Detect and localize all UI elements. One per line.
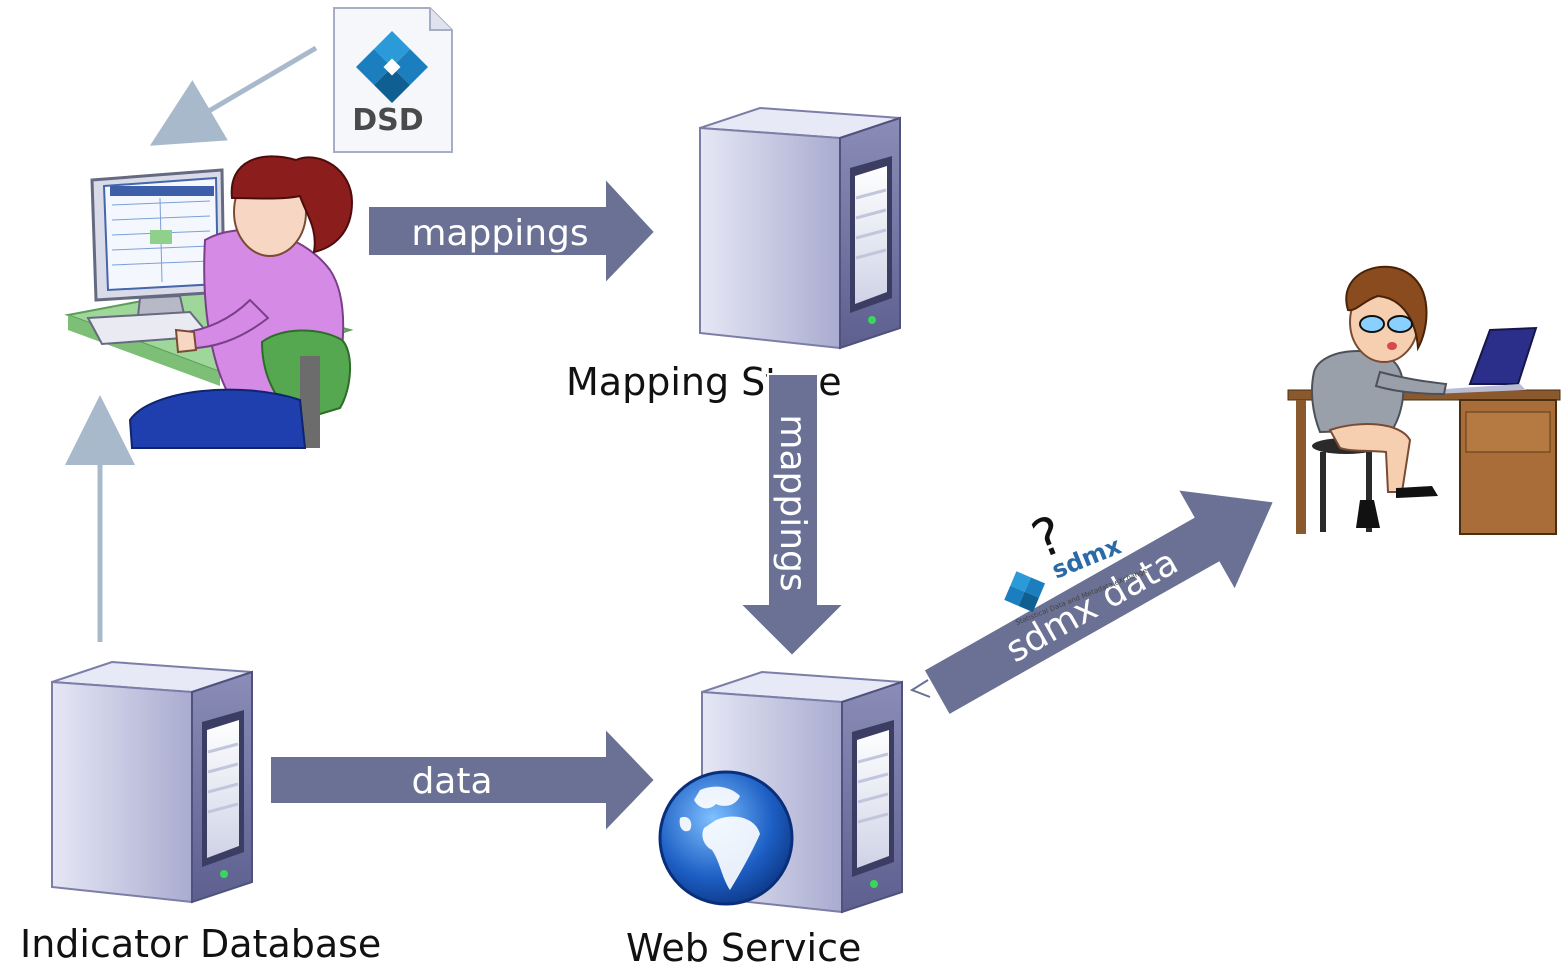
indicator-database-label: Indicator Database [20, 922, 382, 966]
vertical-mappings-label: mappings [772, 414, 813, 591]
data-user-illustration [1287, 265, 1561, 535]
data-arrow-label: data [411, 761, 492, 802]
dsd-to-user-arrow [149, 45, 318, 146]
sdmx-data-arrow: sdmx data [909, 488, 1276, 717]
mapping-store-label: Mapping Store [566, 360, 842, 404]
web-service-label: Web Service [626, 926, 862, 970]
mappings-arrow-vertical: mappings [737, 373, 847, 658]
mapping-store-server [698, 106, 902, 350]
indicator-database-server [50, 660, 254, 904]
data-manager-illustration [64, 155, 354, 449]
web-service-server [658, 670, 904, 914]
globe-icon [658, 770, 794, 906]
mappings-arrow-label: mappings [411, 213, 588, 254]
sdmx-logo-mark [356, 31, 428, 103]
dsd-label: DSD [352, 103, 423, 138]
mappings-arrow-horizontal: mappings [367, 175, 657, 287]
data-arrow: data [269, 725, 657, 835]
sdmx-data-back-arrowhead [909, 679, 931, 698]
dsd-document-icon: DSD [333, 7, 453, 153]
